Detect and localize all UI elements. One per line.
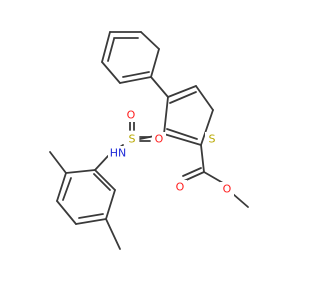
amine-label: HN — [110, 147, 127, 160]
bond — [195, 85, 214, 111]
bond — [62, 177, 72, 201]
bond — [56, 172, 67, 202]
bond — [105, 189, 116, 220]
bond — [78, 213, 104, 219]
bond — [94, 155, 109, 171]
bond — [101, 31, 111, 63]
sulfonyl-oxygen-left-label: O — [127, 109, 136, 122]
bond — [163, 133, 202, 146]
carbonyl-oxygen-label: O — [176, 181, 185, 194]
bond — [105, 218, 121, 250]
atom-label-backgrounds — [108, 108, 234, 196]
bond — [122, 71, 150, 78]
bond — [101, 61, 121, 84]
bond — [94, 169, 116, 191]
bond — [167, 85, 197, 98]
bond — [169, 91, 197, 104]
bond — [56, 200, 77, 225]
sulfonyl-oxygen-right-label: O — [155, 133, 164, 146]
bond — [163, 96, 169, 135]
bond — [203, 171, 224, 184]
bond — [107, 38, 115, 62]
bond — [49, 151, 67, 174]
bond — [232, 193, 249, 208]
bond — [65, 169, 96, 174]
bond — [150, 48, 160, 78]
bond — [200, 109, 214, 146]
bond — [93, 173, 111, 191]
bond — [75, 218, 107, 225]
bond — [200, 144, 205, 173]
ring-sulfur-label: S — [209, 133, 216, 146]
atom-labels: S S O O HN O O — [110, 109, 232, 196]
ester-oxygen-label: O — [223, 183, 232, 196]
bond — [119, 76, 152, 84]
bond — [182, 167, 202, 177]
molecule-structure: S S O O HN O O — [49, 31, 249, 250]
bond — [150, 76, 169, 98]
bond — [183, 171, 205, 182]
sulfonyl-sulfur-label: S — [129, 133, 136, 146]
bond — [140, 31, 160, 50]
bond — [166, 128, 198, 140]
